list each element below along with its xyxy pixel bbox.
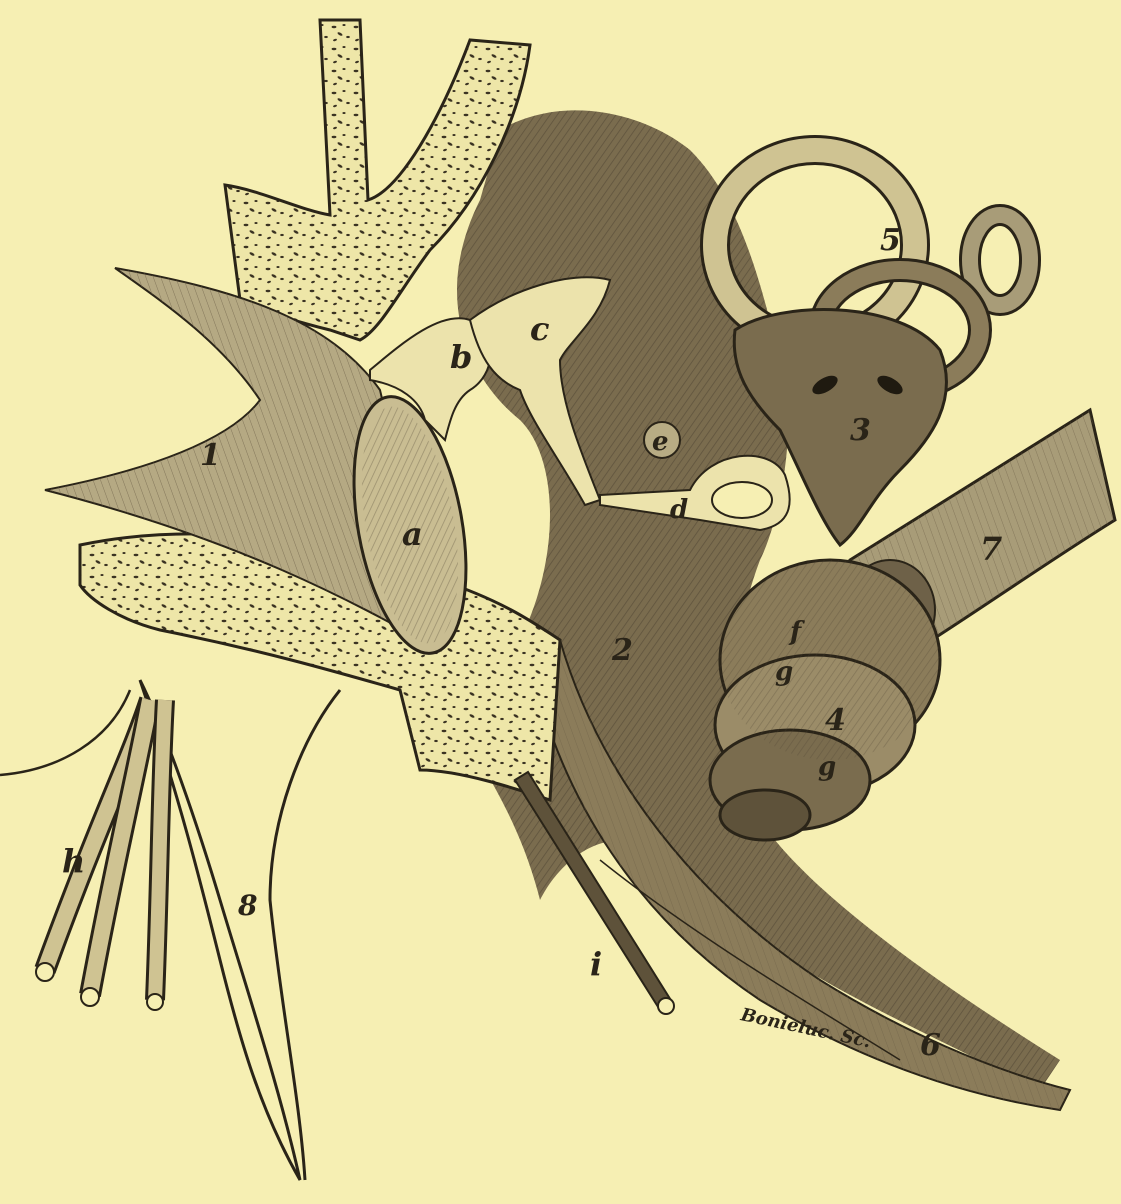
label-4: 4 bbox=[825, 703, 846, 738]
label-7: 7 bbox=[980, 530, 1002, 568]
label-6: 6 bbox=[920, 1028, 941, 1063]
label-g-upper: g bbox=[775, 657, 793, 687]
label-d: d bbox=[670, 495, 688, 525]
label-a: a bbox=[402, 515, 423, 553]
label-5: 5 bbox=[880, 223, 901, 258]
label-c: c bbox=[530, 310, 549, 348]
label-i: i bbox=[590, 945, 602, 983]
label-8: 8 bbox=[237, 889, 257, 922]
label-2: 2 bbox=[611, 633, 633, 668]
label-1: 1 bbox=[200, 438, 221, 473]
label-b: b bbox=[450, 338, 472, 376]
label-h: h bbox=[62, 842, 85, 880]
label-3: 3 bbox=[850, 413, 871, 448]
label-g-lower: g bbox=[818, 752, 836, 782]
nerve-bundle bbox=[36, 700, 165, 1010]
label-e: e bbox=[652, 427, 669, 457]
cochlea bbox=[710, 560, 940, 840]
